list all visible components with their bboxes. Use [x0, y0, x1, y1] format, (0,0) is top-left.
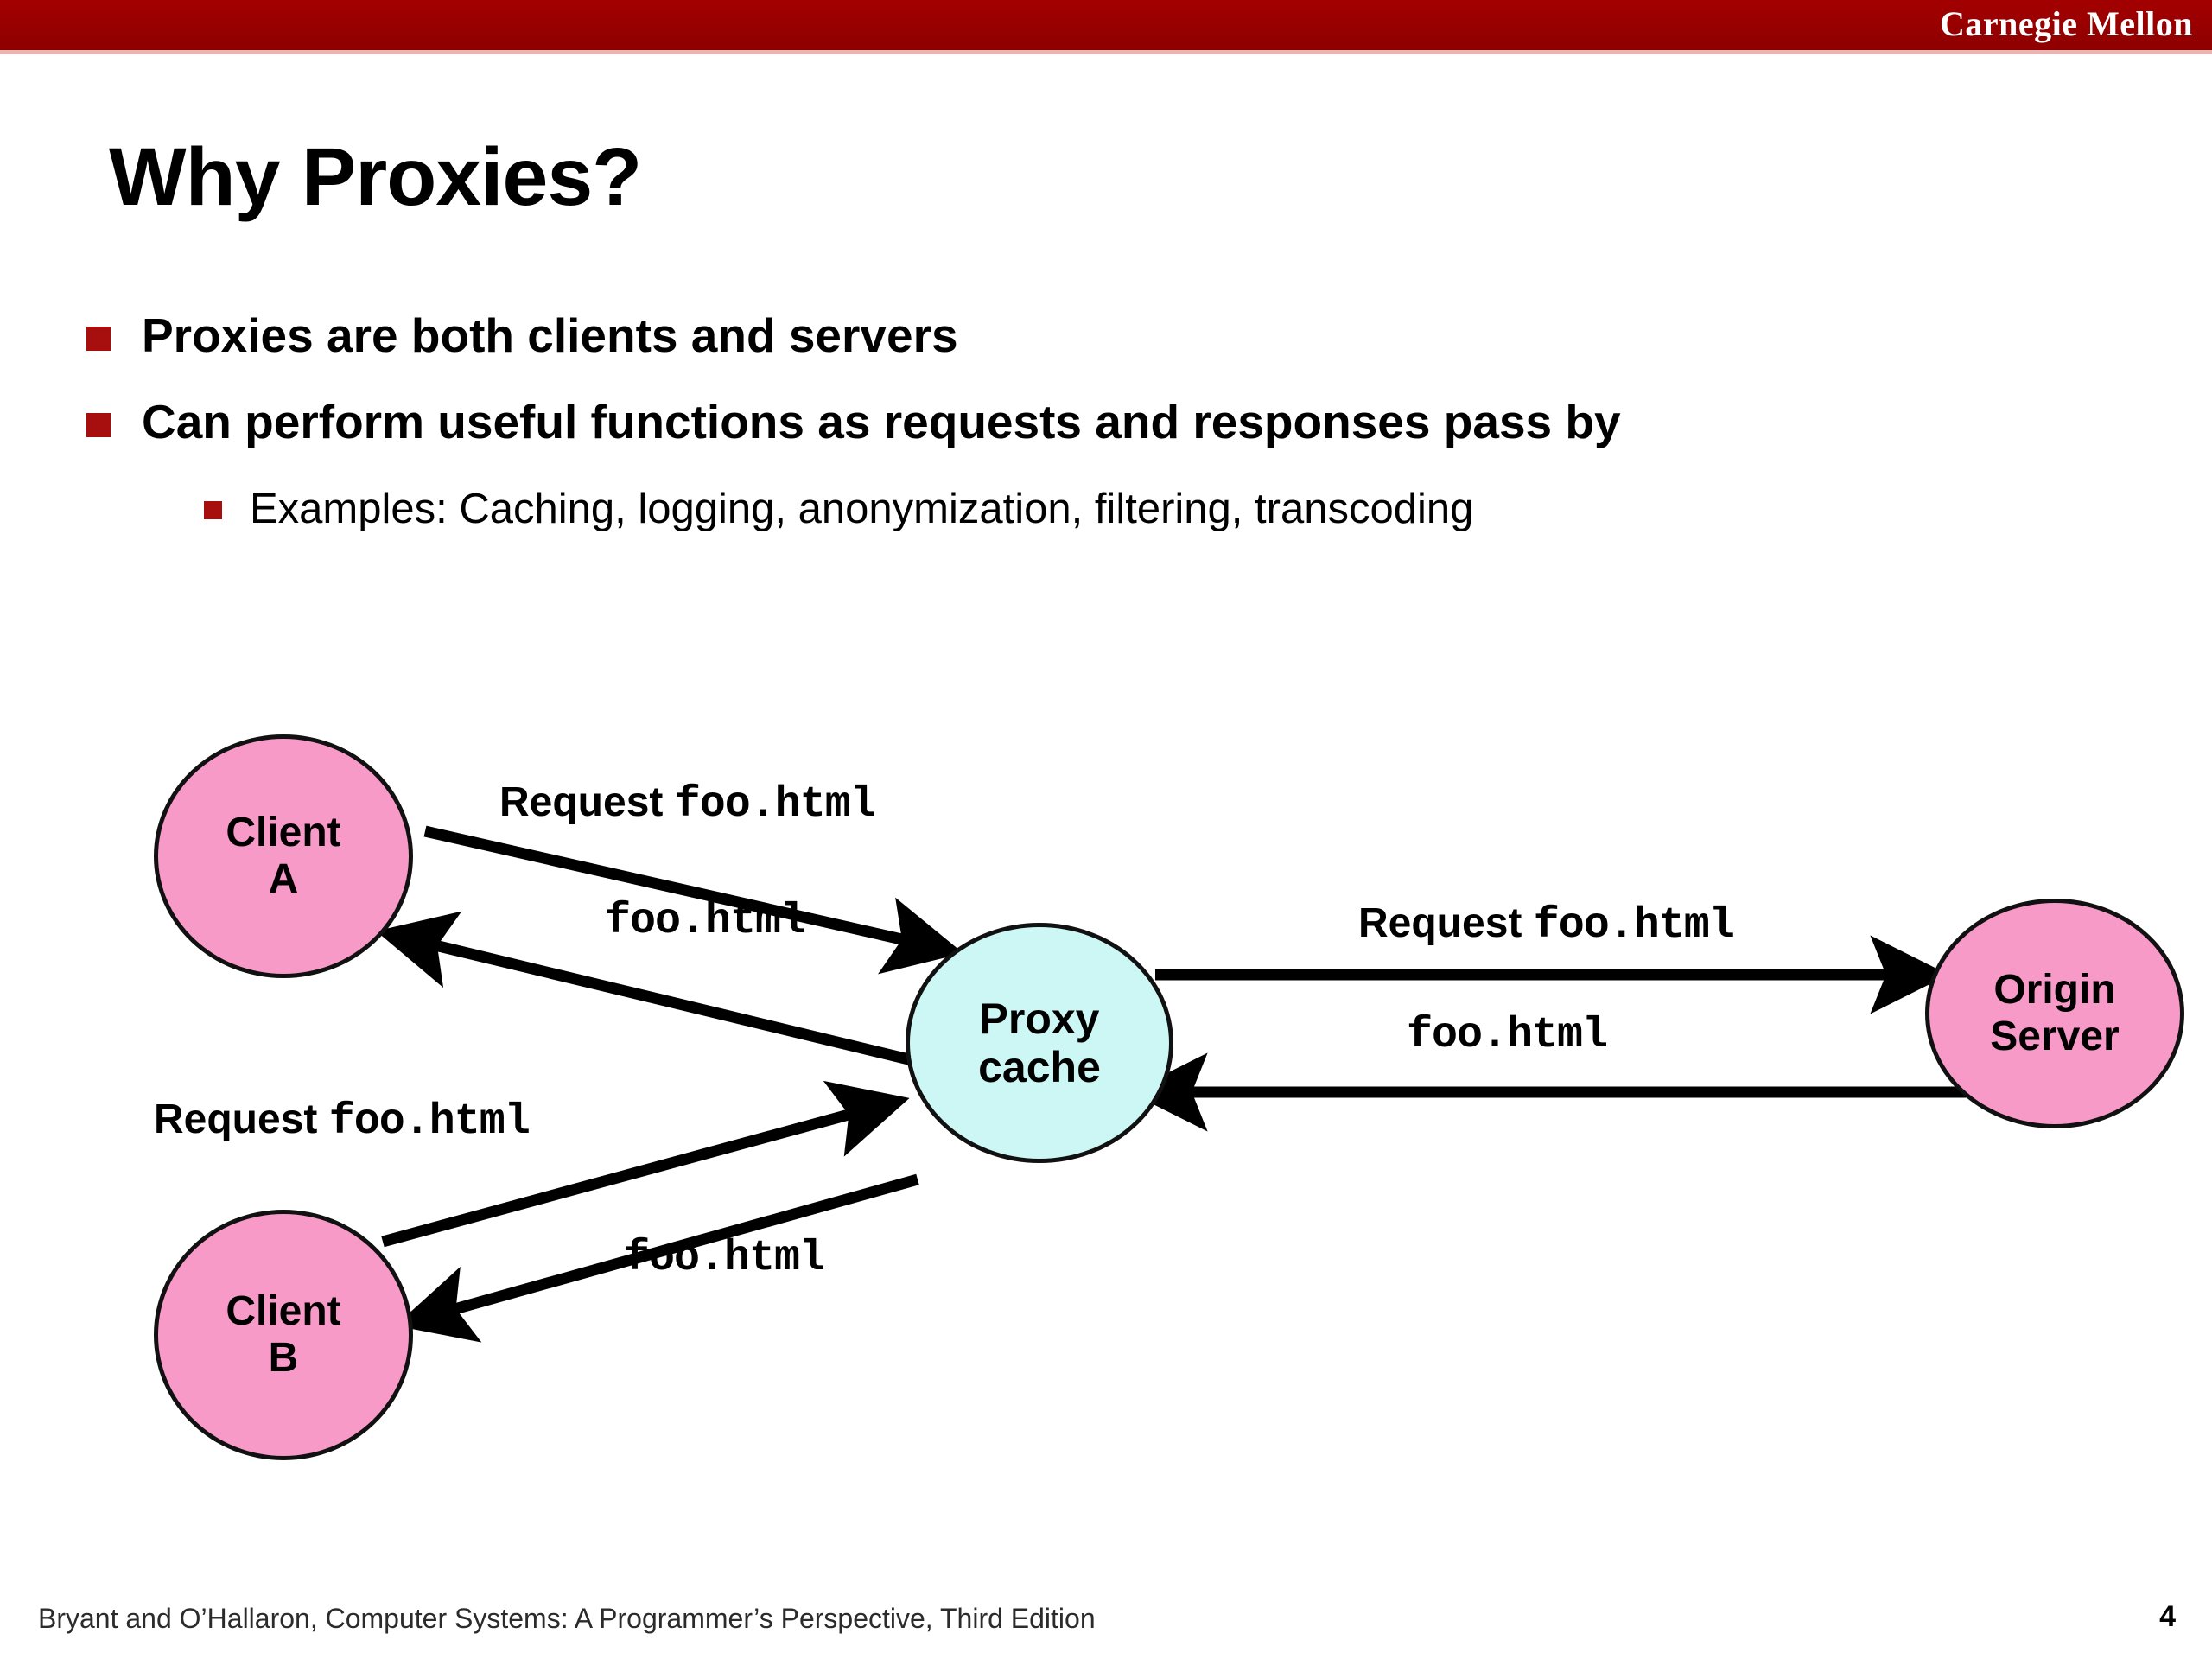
header-band	[0, 0, 2212, 50]
node-label-line2: cache	[978, 1043, 1101, 1091]
edge-label-origin-request: Request foo.html	[1358, 900, 1735, 950]
edge-label-filename: foo.html	[328, 1097, 531, 1147]
edge-label-filename: foo.html	[674, 780, 876, 830]
edge-label-filename: foo.html	[605, 897, 806, 946]
node-label-line1: Proxy	[979, 995, 1100, 1043]
diagram-node-proxy-cache: Proxy cache	[906, 923, 1173, 1163]
edge-label-prefix: Request	[499, 779, 675, 825]
bullet-marker-icon	[204, 501, 222, 519]
edge-label-prefix: Request	[1358, 900, 1534, 946]
bullet-text: Can perform useful functions as requests…	[142, 395, 1621, 448]
footer-citation: Bryant and O’Hallaron, Computer Systems:…	[38, 1603, 1096, 1634]
bullet-marker-icon	[86, 413, 111, 437]
page-title: Why Proxies?	[109, 131, 642, 223]
node-label-line2: B	[268, 1335, 299, 1381]
edge-label-filename: foo.html	[1533, 901, 1735, 950]
diagram-node-client-b: Client B	[154, 1210, 413, 1460]
bullet-marker-icon	[86, 327, 111, 351]
edge-label-filename: foo.html	[1407, 1011, 1608, 1060]
bullet-item-1: Proxies are both clients and servers	[86, 304, 958, 366]
bullet-item-3: Examples: Caching, logging, anonymizatio…	[204, 482, 1473, 536]
node-label-line1: Client	[226, 1288, 341, 1335]
bullet-text: Proxies are both clients and servers	[142, 308, 958, 362]
slide-number: 4	[2159, 1600, 2176, 1633]
edge-label-client-a-request: Request foo.html	[499, 779, 876, 830]
header-band-underline	[0, 50, 2212, 54]
bullet-text: Examples: Caching, logging, anonymizatio…	[250, 486, 1474, 532]
bullet-item-2: Can perform useful functions as requests…	[86, 391, 1621, 453]
arrow-client-a-response	[376, 911, 918, 1067]
edge-label-prefix: Request	[154, 1096, 329, 1142]
diagram-node-client-a: Client A	[154, 734, 413, 978]
edge-label-origin-response: foo.html	[1407, 1011, 1608, 1060]
node-label-line1: Client	[226, 810, 341, 856]
edge-label-filename: foo.html	[624, 1234, 825, 1283]
node-label-line2: A	[268, 856, 299, 902]
brand-logo-text: Carnegie Mellon	[1940, 4, 2193, 43]
edge-label-client-a-response: foo.html	[605, 897, 806, 946]
edge-label-client-b-response: foo.html	[624, 1234, 825, 1283]
node-label-line1: Origin	[1993, 967, 2116, 1014]
edge-label-client-b-request: Request foo.html	[154, 1096, 531, 1147]
diagram-node-origin-server: Origin Server	[1925, 899, 2184, 1128]
node-label-line2: Server	[1990, 1014, 2120, 1059]
